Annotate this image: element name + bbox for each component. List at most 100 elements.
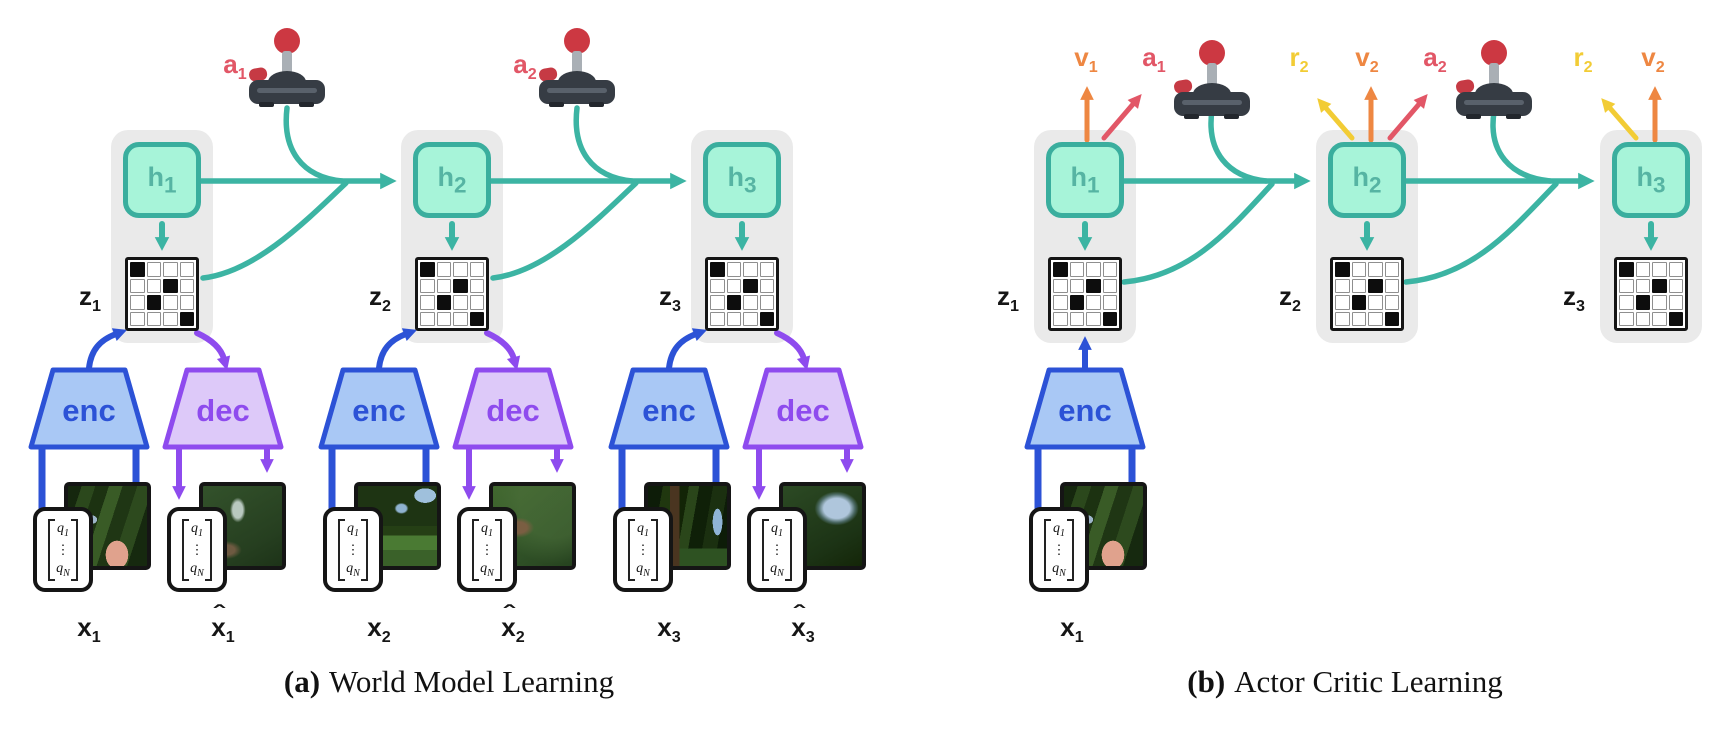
grid-cell <box>1668 262 1683 277</box>
joystick-icon <box>539 28 615 107</box>
curve-action1-merge-a <box>283 105 345 184</box>
grid-cell <box>469 278 484 293</box>
recurrent-state-h1-a: h1 <box>123 142 201 218</box>
grid-cell-active <box>179 311 194 326</box>
grid-cell <box>1102 278 1117 293</box>
grid-cell <box>710 311 725 326</box>
caption-b: (b)Actor Critic Learning <box>1187 664 1503 699</box>
latent-grid-z1-b <box>1048 257 1122 331</box>
grid-cell <box>726 262 741 277</box>
encoder-label: enc <box>642 393 696 428</box>
grid-cell <box>759 278 774 293</box>
grid-cell <box>163 311 178 326</box>
grid-cell <box>743 311 758 326</box>
grid-cell <box>420 295 435 310</box>
grid-cell-active <box>1335 262 1350 277</box>
grid-cell <box>1668 295 1683 310</box>
grid-cell <box>1351 262 1366 277</box>
arrow-action-a1 <box>1101 94 1142 141</box>
grid-cell-active <box>1069 295 1084 310</box>
grid-cell-active <box>1102 311 1117 326</box>
decoder-trapezoid-a3 <box>742 367 864 450</box>
latent-grid-z1-a <box>125 257 199 331</box>
recurrent-state-h3-a: h3 <box>703 142 781 218</box>
grid-cell-active <box>1668 311 1683 326</box>
grid-cell <box>179 278 194 293</box>
curve-action2-merge-a <box>573 105 635 184</box>
grid-cell-active <box>163 278 178 293</box>
vector-card: q1 ⋮ qN <box>167 507 227 592</box>
encoder-label: enc <box>1058 393 1112 428</box>
grid-cell-active <box>1086 278 1101 293</box>
grid-cell <box>436 311 451 326</box>
vector-card: q1 ⋮ qN <box>1029 507 1089 592</box>
grid-cell-active <box>420 262 435 277</box>
grid-cell <box>420 311 435 326</box>
grid-cell <box>1668 278 1683 293</box>
grid-cell-active <box>710 262 725 277</box>
label-action-a2-b: a2 <box>1423 42 1447 77</box>
grid-cell <box>130 278 145 293</box>
grid-cell <box>179 262 194 277</box>
decoder-label: dec <box>486 393 540 428</box>
grid-cell <box>710 295 725 310</box>
grid-cell-active <box>743 278 758 293</box>
grid-cell <box>1368 262 1383 277</box>
grid-cell <box>743 262 758 277</box>
grid-cell <box>130 295 145 310</box>
grid-cell <box>710 278 725 293</box>
grid-cell <box>743 295 758 310</box>
label-z1-b: z1 <box>997 281 1019 316</box>
grid-cell <box>1335 295 1350 310</box>
grid-cell <box>1053 295 1068 310</box>
encoder-label: enc <box>62 393 116 428</box>
grid-cell <box>146 278 161 293</box>
label-x3-a: x3 <box>657 612 681 647</box>
grid-cell <box>1086 262 1101 277</box>
grid-cell-active <box>1384 311 1399 326</box>
grid-cell <box>163 262 178 277</box>
label-action-a2: a2 <box>513 49 537 84</box>
grid-cell-active <box>1368 278 1383 293</box>
grid-cell <box>146 262 161 277</box>
latent-grid-z2-b <box>1330 257 1404 331</box>
grid-cell <box>436 262 451 277</box>
latent-grid-z2-a <box>415 257 489 331</box>
grid-cell <box>1384 278 1399 293</box>
label-x1-b: x1 <box>1060 612 1084 647</box>
grid-cell <box>1351 311 1366 326</box>
recurrent-state-h1-b: h1 <box>1046 142 1124 218</box>
encoder-trapezoid-a2 <box>318 367 440 450</box>
grid-cell <box>420 278 435 293</box>
grid-cell <box>453 311 468 326</box>
grid-cell-active <box>469 311 484 326</box>
vector-card: q1 ⋮ qN <box>747 507 807 592</box>
arrow-enc-z1-a <box>86 328 128 371</box>
joystick-icon <box>1456 40 1532 119</box>
decoder-label: dec <box>196 393 250 428</box>
latent-grid-z3-b <box>1614 257 1688 331</box>
grid-cell-active <box>1635 295 1650 310</box>
label-reward-r2: r2 <box>1289 42 1309 77</box>
grid-cell <box>1384 262 1399 277</box>
encoder-trapezoid-a3 <box>608 367 730 450</box>
label-z3-a: z3 <box>659 281 681 316</box>
vector-card: q1 ⋮ qN <box>613 507 673 592</box>
label-reward-r2-t3: r2 <box>1573 42 1593 77</box>
arrow-enc-z3-a <box>666 328 708 371</box>
curve-z1-merge-a <box>200 180 349 281</box>
grid-cell <box>759 295 774 310</box>
label-z3-b: z3 <box>1563 281 1585 316</box>
joystick-icon <box>1174 40 1250 119</box>
curve-z2-merge-a <box>490 180 639 281</box>
grid-cell <box>1053 278 1068 293</box>
grid-cell <box>130 311 145 326</box>
grid-cell <box>469 295 484 310</box>
grid-cell <box>1652 311 1667 326</box>
arrow-z3-dec-a <box>774 330 811 371</box>
arrow-z2-dec-a <box>484 330 521 371</box>
